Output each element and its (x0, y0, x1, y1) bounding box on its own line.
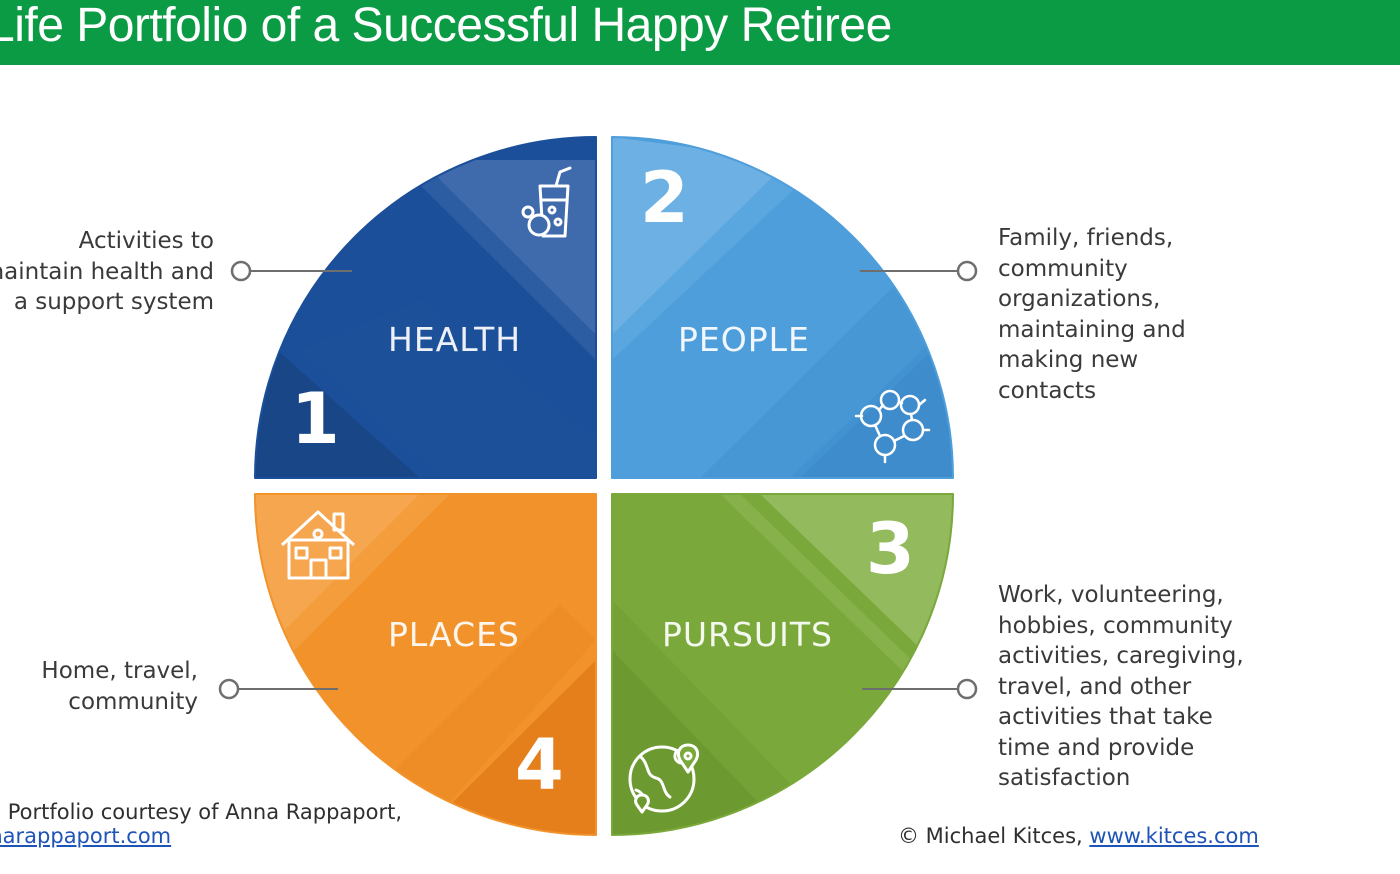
description-line: activities that take (998, 704, 1213, 730)
copyright-text: © Michael Kitces, (898, 824, 1090, 848)
people-description: Family, friends, community organizations… (998, 223, 1186, 406)
description-line: a support system (13, 289, 214, 315)
people-network-icon (854, 389, 931, 464)
places-label: PLACES (388, 615, 520, 654)
description-line: Activities to (78, 228, 214, 254)
description-line: maintain health and (0, 258, 214, 285)
description-line: time and provide (998, 734, 1195, 761)
people-number: 2 (640, 157, 689, 239)
description-line: Work, volunteering, (998, 582, 1224, 608)
pursuits-description: Work, volunteering, hobbies, community a… (998, 580, 1244, 794)
health-number: 1 (291, 378, 340, 460)
kitces-link[interactable]: www.kitces.com (1089, 824, 1259, 848)
house-icon (280, 510, 356, 580)
left-credit-text: Life Portfolio courtesy of Anna Rappapor… (0, 800, 402, 824)
health-label: HEALTH (388, 320, 522, 359)
people-label: PEOPLE (678, 320, 810, 359)
annarappaport-link[interactable]: annarappaport.com (0, 824, 172, 848)
drink-glass-icon (521, 166, 572, 238)
places-number: 4 (515, 724, 564, 806)
description-line: hobbies, community (998, 612, 1233, 639)
health-connector (230, 260, 352, 282)
people-connector (860, 260, 978, 282)
description-line: satisfaction (998, 765, 1131, 791)
pursuits-label: PURSUITS (662, 615, 833, 654)
places-description: Home, travel, community (41, 656, 198, 717)
description-line: contacts (998, 377, 1097, 404)
description-line: community (998, 255, 1128, 282)
description-line: Family, friends, (998, 225, 1174, 251)
description-line: organizations, (998, 286, 1161, 312)
description-line: making new (998, 347, 1139, 373)
title-banner: Life Portfolio of a Successful Happy Ret… (0, 0, 1400, 65)
pursuits-connector (862, 678, 978, 700)
pursuits-number: 3 (866, 508, 915, 590)
right-credit: © Michael Kitces, www.kitces.com (898, 824, 1259, 848)
description-line: travel, and other (998, 673, 1192, 700)
people-quadrant (611, 136, 954, 479)
page-title: Life Portfolio of a Successful Happy Ret… (0, 0, 892, 52)
health-description: Activities to maintain health and a supp… (0, 226, 214, 318)
description-line: Home, travel, (41, 658, 198, 684)
description-line: activities, caregiving, (998, 643, 1244, 669)
left-credit: Life Portfolio courtesy of Anna Rappapor… (0, 800, 402, 848)
description-line: community (68, 688, 198, 715)
description-line: maintaining and (998, 316, 1186, 343)
places-connector (218, 678, 338, 700)
globe-location-icon (628, 743, 700, 814)
